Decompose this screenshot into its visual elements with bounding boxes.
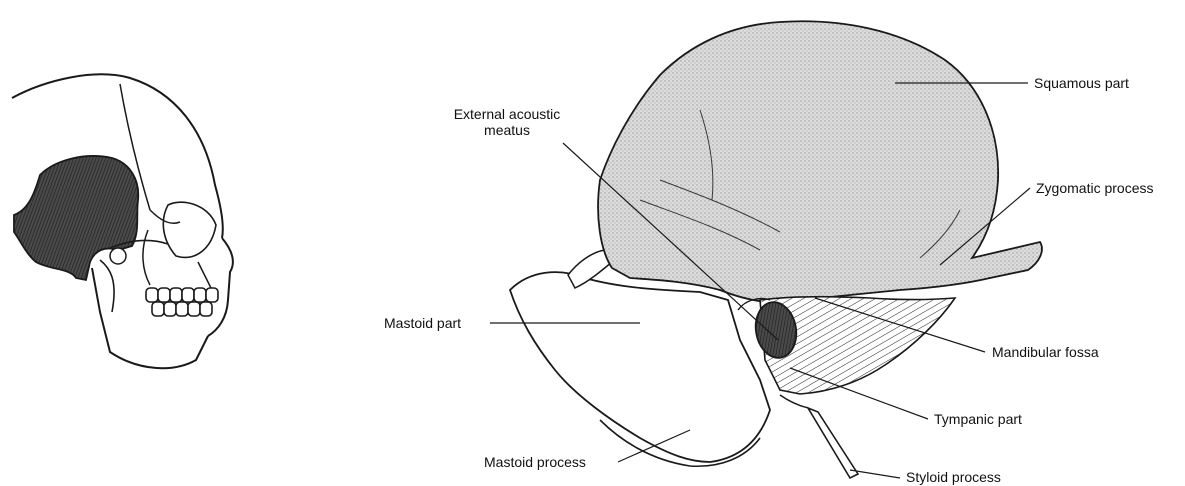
label-squamous-part: Squamous part: [1034, 75, 1129, 91]
label-mastoid-process: Mastoid process: [484, 454, 586, 470]
label-tympanic-part: Tympanic part: [934, 411, 1022, 427]
label-mastoid-part: Mastoid part: [384, 315, 461, 331]
label-external-acoustic-meatus-line1: External acoustic: [422, 106, 592, 122]
label-styloid-process: Styloid process: [906, 469, 1001, 485]
label-external-acoustic-meatus-line2: meatus: [422, 122, 592, 138]
label-zygomatic-process: Zygomatic process: [1036, 180, 1153, 196]
label-mandibular-fossa: Mandibular fossa: [992, 344, 1099, 360]
mastoid-part-shape: [510, 272, 770, 462]
label-external-acoustic-meatus: External acoustic meatus: [422, 106, 592, 138]
squamous-part-shape: [598, 21, 1042, 302]
teeth: [146, 288, 218, 316]
styloid-process-shape: [808, 408, 858, 478]
